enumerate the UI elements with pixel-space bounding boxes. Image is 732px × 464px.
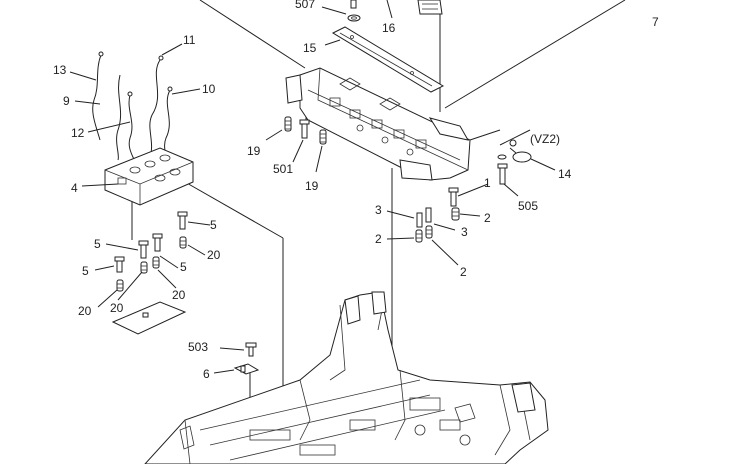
label-10: 10 [202, 82, 216, 96]
label-15: 15 [303, 41, 317, 55]
label-3-right: 3 [461, 225, 468, 239]
flat-plate [111, 301, 187, 335]
base-chassis [144, 291, 549, 464]
pins-5-springs-20 [94, 202, 211, 308]
label-20-right: 20 [207, 248, 221, 262]
label-505: 505 [518, 199, 538, 213]
label-5-top: 5 [210, 218, 217, 232]
label-9: 9 [63, 94, 70, 108]
label-12: 12 [71, 126, 85, 140]
part-507-screw [321, 0, 361, 22]
part-4-block [81, 147, 194, 206]
part-14-component [497, 139, 556, 171]
label-20-middle: 20 [172, 288, 186, 302]
springs-19-501 [265, 116, 327, 173]
label-2-left: 2 [375, 232, 382, 246]
label-4: 4 [71, 181, 78, 195]
wire-harness [69, 43, 201, 163]
label-2-lower: 2 [460, 265, 467, 279]
label-5-left-upper: 5 [94, 237, 101, 251]
callout-labels: 507 16 7 15 11 13 10 9 12 19 501 19 (VZ2… [53, 0, 659, 381]
label-16: 16 [382, 21, 396, 35]
label-19-right: 19 [305, 179, 319, 193]
label-13: 13 [53, 63, 67, 77]
label-3-left: 3 [375, 203, 382, 217]
label-14: 14 [558, 167, 572, 181]
label-5-middle: 5 [180, 260, 187, 274]
springs-right [386, 163, 519, 266]
label-7: 7 [652, 15, 659, 29]
label-6: 6 [203, 367, 210, 381]
part-15-rail [324, 26, 445, 93]
label-20-left-upper: 20 [110, 301, 124, 315]
label-1: 1 [484, 176, 491, 190]
label-5-left-lower: 5 [82, 264, 89, 278]
label-19-left: 19 [247, 144, 261, 158]
label-507: 507 [295, 0, 315, 11]
label-501: 501 [273, 162, 293, 176]
carriage-frame [285, 67, 501, 181]
part-16-bracket [386, 0, 443, 19]
part-503-6 [213, 342, 260, 375]
label-11: 11 [183, 33, 196, 47]
label-2-right-upper: 2 [484, 211, 491, 225]
label-20-left-lower: 20 [78, 304, 92, 318]
label-vz2: (VZ2) [530, 132, 560, 146]
label-503: 503 [188, 340, 208, 354]
